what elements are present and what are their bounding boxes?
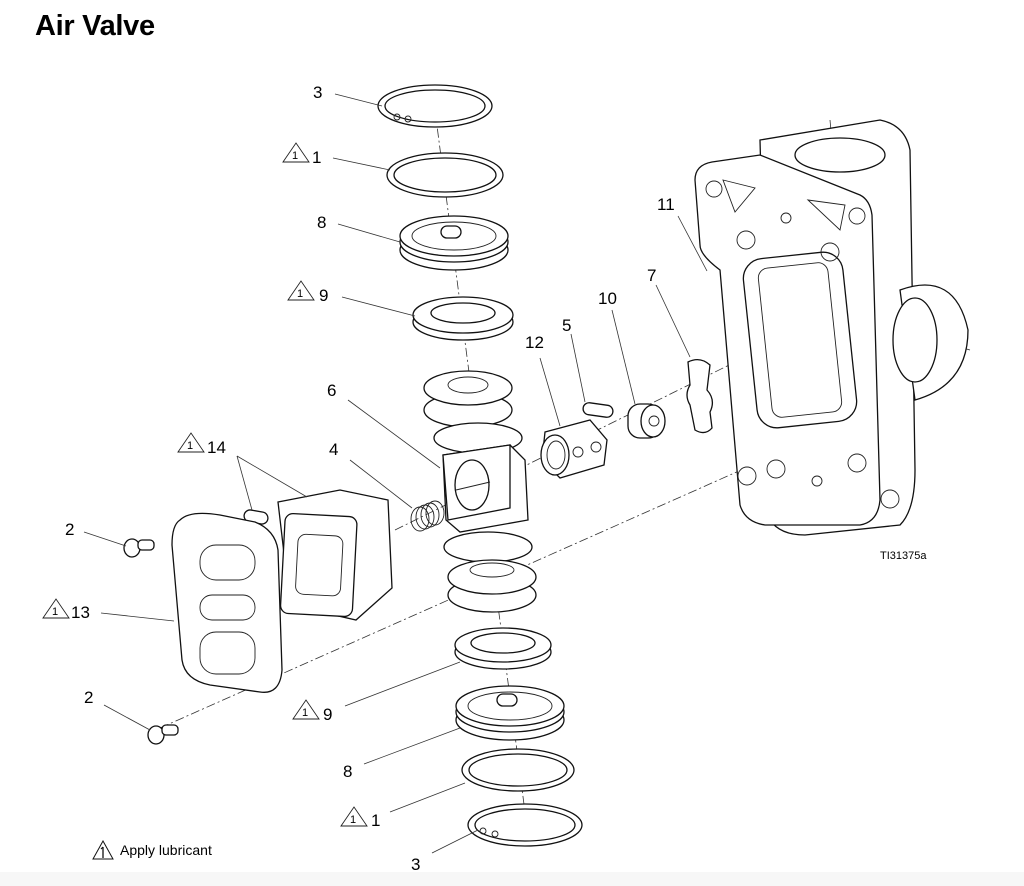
end-cap-top — [399, 215, 509, 271]
u-cup-seal-bottom — [454, 627, 552, 670]
spool-upper — [423, 370, 523, 454]
callout-4: 4 — [329, 440, 338, 459]
screw-top — [123, 538, 155, 558]
valve-plate — [171, 512, 283, 693]
screw-bottom — [147, 724, 179, 745]
o-ring-top — [386, 152, 504, 198]
callout-12: 12 — [525, 333, 544, 352]
callout-3-top: 3 — [313, 83, 322, 102]
legend-text: Apply lubricant — [120, 842, 212, 858]
detent-housing — [277, 489, 393, 621]
pin — [582, 402, 614, 418]
bottom-strip — [0, 872, 1024, 886]
svg-text:1: 1 — [292, 150, 298, 162]
lubricant-triangle-icon: 1 — [292, 699, 320, 720]
lubricant-triangle-icon: 1 — [177, 432, 205, 453]
retaining-ring-bottom — [467, 803, 583, 847]
callout-8-bottom: 8 — [343, 762, 352, 781]
pilot-gasket — [686, 358, 714, 434]
svg-text:1: 1 — [350, 814, 356, 826]
page-title: Air Valve — [35, 10, 155, 42]
callout-2-top: 2 — [65, 520, 74, 539]
spool-lower — [443, 531, 537, 613]
svg-text:1: 1 — [52, 606, 58, 618]
svg-text:1: 1 — [302, 707, 308, 719]
callout-5: 5 — [562, 316, 571, 335]
callout-10: 10 — [598, 289, 617, 308]
callout-labels: 3 1 1 8 1 9 6 4 1 14 12 5 10 7 11 2 1 13… — [42, 83, 675, 874]
figure-id: TI31375a — [880, 550, 927, 562]
svg-text:1: 1 — [297, 288, 303, 300]
valve-carriage — [442, 444, 529, 533]
spring — [410, 500, 445, 532]
legend: Apply lubricant — [92, 840, 212, 860]
lubricant-triangle-icon: 1 — [282, 142, 310, 163]
callout-9-bottom: 9 — [323, 705, 332, 724]
callout-7: 7 — [647, 266, 656, 285]
svg-text:1: 1 — [187, 440, 193, 452]
callout-2-bottom: 2 — [84, 688, 93, 707]
lubricant-triangle-icon: 1 — [340, 806, 368, 827]
roller — [627, 403, 666, 439]
callout-3-bottom: 3 — [411, 855, 420, 874]
callout-13: 13 — [71, 603, 90, 622]
end-cap-bottom — [455, 685, 565, 741]
detent-cam — [540, 419, 608, 479]
o-ring-bottom — [461, 748, 575, 792]
callout-1-bottom: 1 — [371, 811, 380, 830]
valve-housing — [694, 119, 969, 536]
retaining-ring-top — [377, 84, 493, 128]
lubricant-triangle-icon — [92, 840, 114, 860]
callout-8-top: 8 — [317, 213, 326, 232]
leader-lines — [83, 93, 708, 854]
callout-6: 6 — [327, 381, 336, 400]
callout-9-top: 9 — [319, 286, 328, 305]
callout-14: 14 — [207, 438, 226, 457]
lubricant-triangle-icon: 1 — [287, 280, 315, 301]
lubricant-triangle-icon: 1 — [42, 598, 70, 619]
callout-11: 11 — [657, 195, 675, 214]
u-cup-seal-top — [412, 296, 514, 341]
callout-1-top: 1 — [312, 148, 321, 167]
